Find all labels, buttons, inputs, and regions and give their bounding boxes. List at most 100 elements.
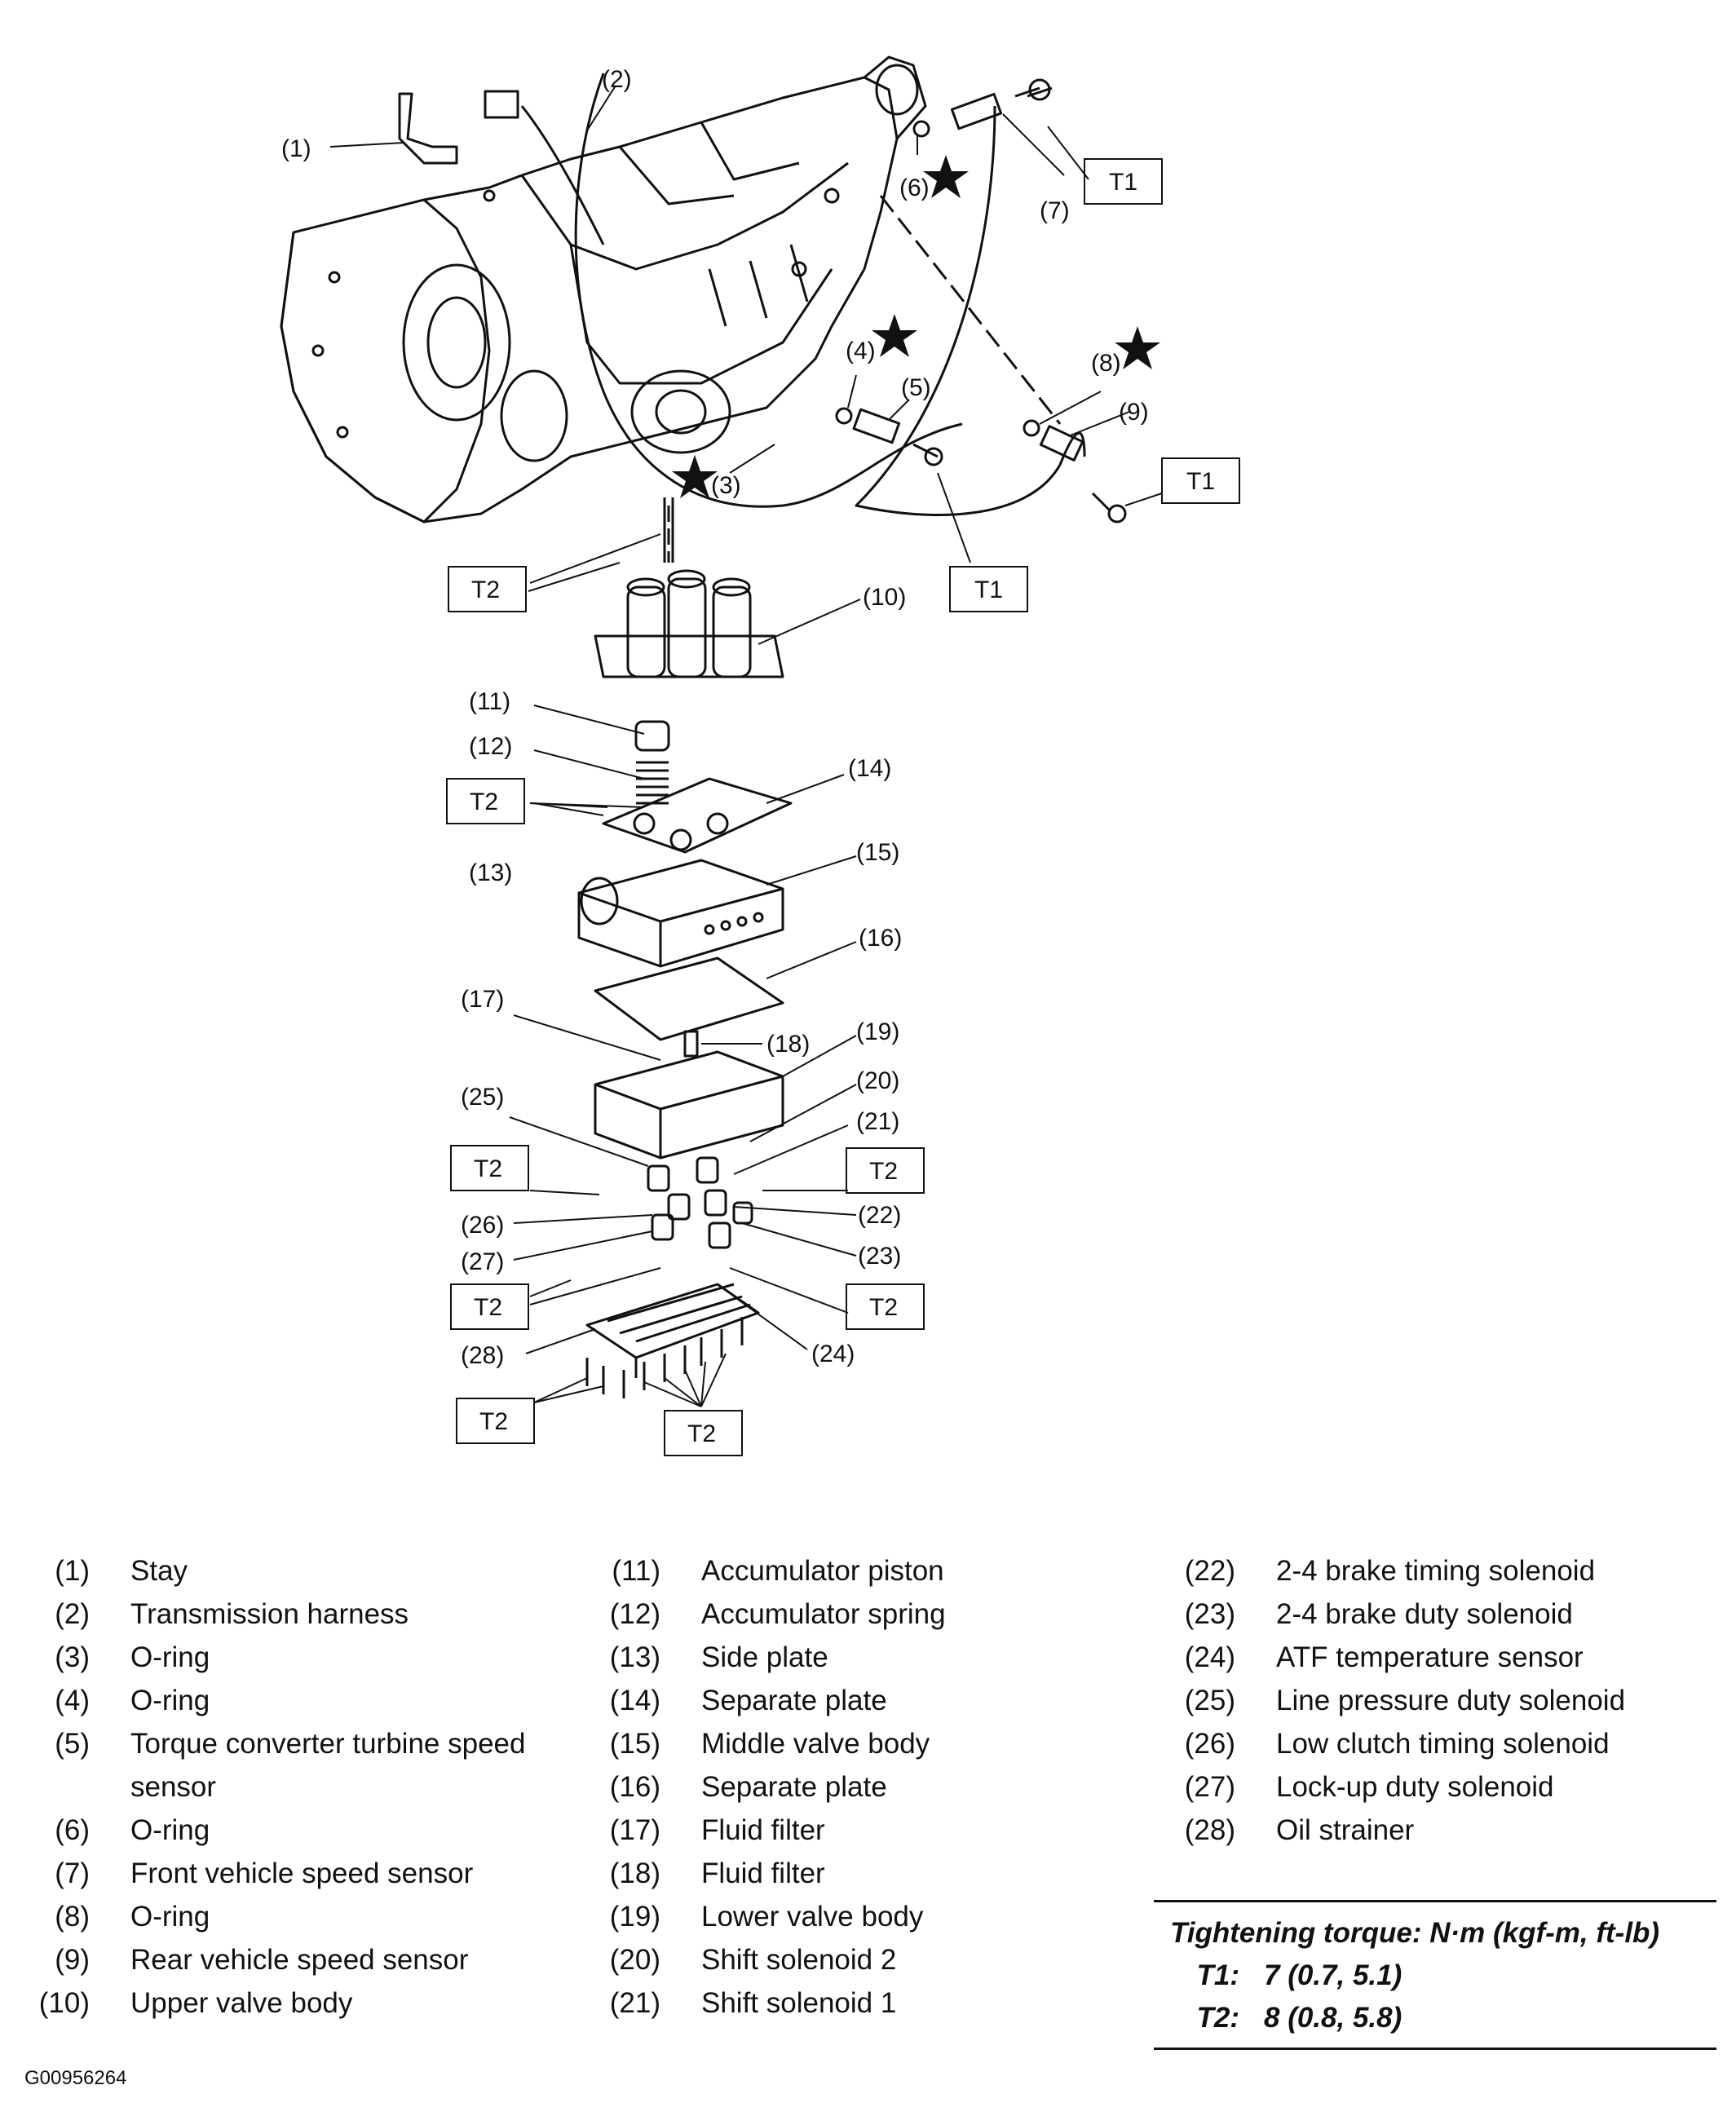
- star-icon: [1115, 326, 1160, 369]
- callout-8: (8): [1091, 350, 1121, 377]
- callout-4: (4): [846, 338, 876, 364]
- legend-number: (15): [609, 1728, 660, 1760]
- callout-27: (27): [461, 1248, 504, 1275]
- star-icon: [672, 455, 718, 498]
- torque-key-t1: T1:: [1196, 1959, 1240, 1991]
- torque-row-t1: T1: 7 (0.7, 5.1): [1154, 1955, 1716, 1997]
- legend-number: (7): [55, 1858, 90, 1889]
- callout-1: (1): [281, 135, 311, 162]
- legend-text: Accumulator piston: [701, 1555, 944, 1587]
- torque-tag-t2: T2: [664, 1410, 743, 1456]
- exploded-diagram: (1) (2) (3) (4) (5) (6) (7) (8) (9) (10)…: [280, 55, 1240, 1456]
- legend-column-1: (1)Stay(2)Transmission harness(3)O-ring(…: [24, 1549, 579, 2025]
- torque-tag-t1: T1: [1084, 158, 1163, 205]
- legend-text: Shift solenoid 1: [701, 1987, 897, 2019]
- legend-text: Rear vehicle speed sensor: [130, 1944, 469, 1976]
- svg-text:T2: T2: [470, 789, 498, 815]
- legend-item: (10)Upper valve body: [24, 1981, 579, 2025]
- legend-text: Shift solenoid 2: [701, 1944, 897, 1976]
- legend-number: (6): [55, 1814, 90, 1846]
- legend-column-3: (22)2-4 brake timing solenoid(23)2-4 bra…: [1170, 1549, 1708, 1852]
- legend-item: (15) Middle valve body: [595, 1722, 1150, 1765]
- legend-text: Side plate: [701, 1641, 828, 1673]
- legend-item: (27)Lock-up duty solenoid: [1170, 1765, 1708, 1809]
- legend-number: (11): [612, 1555, 660, 1587]
- legend-item: (11) Accumulator piston: [595, 1549, 1150, 1593]
- legend-item: (18)Fluid filter: [595, 1852, 1150, 1895]
- legend-item: (24) ATF temperature sensor: [1170, 1636, 1708, 1679]
- callout-15: (15): [856, 839, 899, 866]
- legend-item: (1)Stay: [24, 1549, 579, 1593]
- torque-tag-t2: T2: [450, 1283, 529, 1330]
- torque-row-t2: T2: 8 (0.8, 5.8): [1154, 1997, 1716, 2039]
- upper-valve-body: [594, 569, 784, 678]
- torque-tag-t1: T1: [949, 566, 1028, 612]
- star-icon: [872, 314, 917, 357]
- legend-number: (21): [609, 1987, 660, 2019]
- svg-text:T1: T1: [1109, 169, 1137, 196]
- transmission-case: [280, 55, 927, 523]
- legend-number: (24): [1184, 1641, 1235, 1673]
- torque-key-t2: T2:: [1196, 2002, 1240, 2034]
- legend-item: (21) Shift solenoid 1: [595, 1981, 1150, 2025]
- callout-7: (7): [1040, 197, 1070, 224]
- stay: [398, 92, 458, 165]
- legend-number: (9): [55, 1944, 90, 1976]
- legend-item: (17) Fluid filter: [595, 1809, 1150, 1852]
- svg-text:T2: T2: [471, 576, 500, 603]
- callout-28: (28): [461, 1342, 504, 1369]
- torque-tag-t2: T2: [450, 1145, 529, 1191]
- legend-number: (17): [609, 1814, 660, 1846]
- legend-text: Fluid filter: [701, 1814, 825, 1846]
- legend-item: (4)O-ring: [24, 1679, 579, 1722]
- legend-text: Transmission harness: [130, 1598, 409, 1630]
- legend-text: Accumulator spring: [701, 1598, 946, 1630]
- callout-3: (3): [711, 472, 741, 499]
- legend-text: Torque converter turbine speed sensor: [130, 1728, 526, 1803]
- strainer-bolts: [585, 1317, 744, 1398]
- torque-tag-t2: T2: [846, 1147, 925, 1194]
- torque-tag-t2: T2: [448, 566, 527, 612]
- legend-item: (8)O-ring: [24, 1895, 579, 1938]
- legend-item: (5) Torque converter turbine speed sensor: [24, 1722, 579, 1809]
- legend-text: 2-4 brake timing solenoid: [1276, 1555, 1596, 1587]
- svg-text:T2: T2: [474, 1155, 502, 1182]
- legend-item: (19)Lower valve body: [595, 1895, 1150, 1938]
- legend-text: Middle valve body: [701, 1728, 930, 1760]
- callout-13: (13): [469, 859, 512, 886]
- legend-item: (6) O-ring: [24, 1809, 579, 1852]
- callout-20: (20): [856, 1067, 899, 1094]
- legend-item: (25)Line pressure duty solenoid: [1170, 1679, 1708, 1722]
- callout-25: (25): [461, 1084, 504, 1111]
- legend-item: (22)2-4 brake timing solenoid: [1170, 1549, 1708, 1593]
- legend-text: Lower valve body: [701, 1901, 924, 1933]
- callout-11: (11): [469, 688, 510, 715]
- legend-item: (14) Separate plate: [595, 1679, 1150, 1722]
- stars: [672, 155, 1160, 498]
- figure-code: G00956264: [24, 2067, 127, 2089]
- legend-text: Separate plate: [701, 1771, 887, 1803]
- tightening-torque-table: Tightening torque: N·m (kgf-m, ft-lb) T1…: [1154, 1900, 1716, 2050]
- legend-text: Upper valve body: [130, 1987, 353, 2019]
- legend-number: (3): [55, 1641, 90, 1673]
- legend-number: (5): [55, 1728, 90, 1760]
- legend-number: (28): [1184, 1814, 1235, 1846]
- mounting-bolt: [663, 497, 674, 563]
- legend-number: (14): [609, 1685, 660, 1716]
- rear-speed-sensor: [1023, 419, 1127, 523]
- legend-text: Separate plate: [701, 1685, 887, 1716]
- legend-item: (9) Rear vehicle speed sensor: [24, 1938, 579, 1981]
- legend-number: (18): [609, 1858, 660, 1889]
- callout-2: (2): [602, 66, 632, 93]
- legend-text: O-ring: [130, 1685, 210, 1716]
- legend-item: (3)O-ring: [24, 1636, 579, 1679]
- legend-text: ATF temperature sensor: [1276, 1641, 1584, 1673]
- callout-21: (21): [856, 1108, 899, 1135]
- callout-26: (26): [461, 1212, 504, 1239]
- turbine-speed-sensor: [835, 407, 943, 466]
- star-icon: [923, 155, 969, 198]
- legend-item: (23)2-4 brake duty solenoid: [1170, 1593, 1708, 1636]
- legend-number: (13): [609, 1641, 660, 1673]
- svg-text:T1: T1: [1186, 468, 1215, 495]
- legend-text: O-ring: [130, 1814, 210, 1846]
